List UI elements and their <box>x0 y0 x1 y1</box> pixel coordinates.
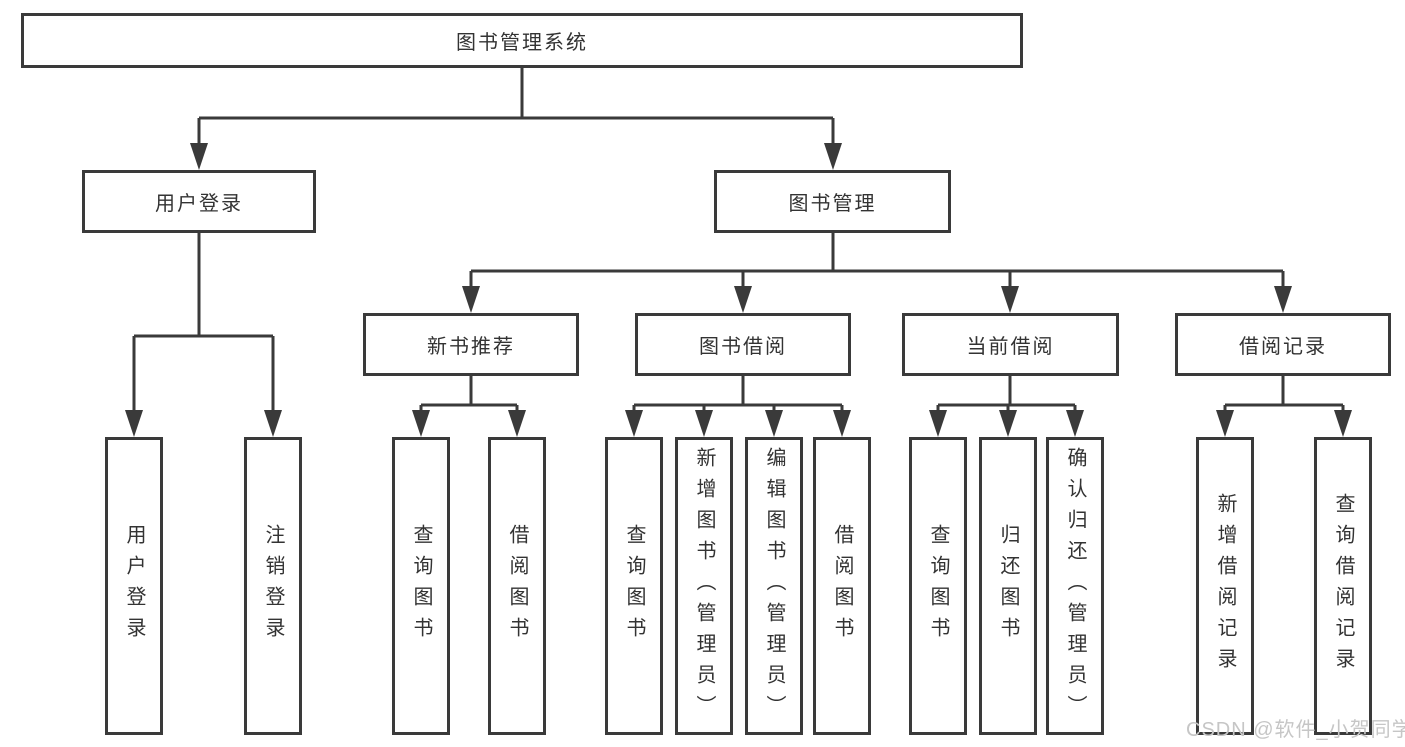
arrow-down-icon <box>462 286 480 313</box>
leaf-add-book-admin-label: 新增图书（管理员） <box>693 446 715 726</box>
leaf-add-borrow-record: 新增借阅记录 <box>1196 437 1254 735</box>
node-current-borrowing: 当前借阅 <box>902 313 1119 376</box>
leaf-confirm-return-admin: 确认归还（管理员） <box>1046 437 1104 735</box>
arrow-down-icon <box>1001 286 1019 313</box>
arrow-down-icon <box>1216 410 1234 437</box>
node-root-label: 图书管理系统 <box>456 32 588 54</box>
leaf-return-book-label: 归还图书 <box>997 524 1019 648</box>
leaf-query-books-current-label: 查询图书 <box>927 524 949 648</box>
node-user-login: 用户登录 <box>82 170 316 233</box>
arrow-down-icon <box>1274 286 1292 313</box>
node-current-borrowing-label: 当前借阅 <box>966 336 1055 358</box>
arrow-down-icon <box>625 410 643 437</box>
leaf-borrow-books-recommend-label: 借阅图书 <box>506 524 528 648</box>
arrow-down-icon <box>508 410 526 437</box>
leaf-borrow-books-recommend: 借阅图书 <box>488 437 546 735</box>
leaf-add-borrow-record-label: 新增借阅记录 <box>1214 493 1236 679</box>
arrow-down-icon <box>999 410 1017 437</box>
leaf-user-login: 用户登录 <box>105 437 163 735</box>
leaf-user-login-label: 用户登录 <box>123 524 145 648</box>
leaf-query-books-borrowing: 查询图书 <box>605 437 663 735</box>
leaf-edit-book-admin-label: 编辑图书（管理员） <box>763 446 785 726</box>
node-new-book-recommendation-label: 新书推荐 <box>427 336 515 358</box>
leaf-query-borrow-record-label: 查询借阅记录 <box>1332 493 1354 679</box>
arrow-down-icon <box>765 410 783 437</box>
arrow-down-icon <box>929 410 947 437</box>
node-borrowing-records: 借阅记录 <box>1175 313 1391 376</box>
arrow-down-icon <box>1066 410 1084 437</box>
leaf-query-borrow-record: 查询借阅记录 <box>1314 437 1372 735</box>
node-book-management: 图书管理 <box>714 170 951 233</box>
arrow-down-icon <box>734 286 752 313</box>
arrowheads <box>125 143 1352 437</box>
node-borrowing-records-label: 借阅记录 <box>1239 336 1327 358</box>
leaf-logout: 注销登录 <box>244 437 302 735</box>
leaf-logout-label: 注销登录 <box>262 524 284 648</box>
leaf-query-books-recommend-label: 查询图书 <box>410 524 432 648</box>
leaf-borrow-books-borrowing-label: 借阅图书 <box>831 524 853 648</box>
leaf-confirm-return-admin-label: 确认归还（管理员） <box>1064 446 1086 726</box>
arrow-down-icon <box>1334 410 1352 437</box>
leaf-query-books-borrowing-label: 查询图书 <box>623 524 645 648</box>
arrow-down-icon <box>833 410 851 437</box>
arrow-down-icon <box>264 410 282 437</box>
node-new-book-recommendation: 新书推荐 <box>363 313 579 376</box>
leaf-edit-book-admin: 编辑图书（管理员） <box>745 437 803 735</box>
leaf-add-book-admin: 新增图书（管理员） <box>675 437 733 735</box>
leaf-query-books-recommend: 查询图书 <box>392 437 450 735</box>
arrow-down-icon <box>412 410 430 437</box>
leaf-return-book: 归还图书 <box>979 437 1037 735</box>
arrow-down-icon <box>824 143 842 170</box>
node-user-login-label: 用户登录 <box>155 193 243 215</box>
arrow-down-icon <box>125 410 143 437</box>
leaf-borrow-books-borrowing: 借阅图书 <box>813 437 871 735</box>
node-root: 图书管理系统 <box>21 13 1023 68</box>
arrow-down-icon <box>190 143 208 170</box>
watermark: CSDN @软件_小贺同学 <box>1186 719 1405 741</box>
leaf-query-books-current: 查询图书 <box>909 437 967 735</box>
node-book-borrowing: 图书借阅 <box>635 313 851 376</box>
arrow-down-icon <box>695 410 713 437</box>
node-book-borrowing-label: 图书借阅 <box>699 336 787 358</box>
node-book-management-label: 图书管理 <box>788 193 877 215</box>
